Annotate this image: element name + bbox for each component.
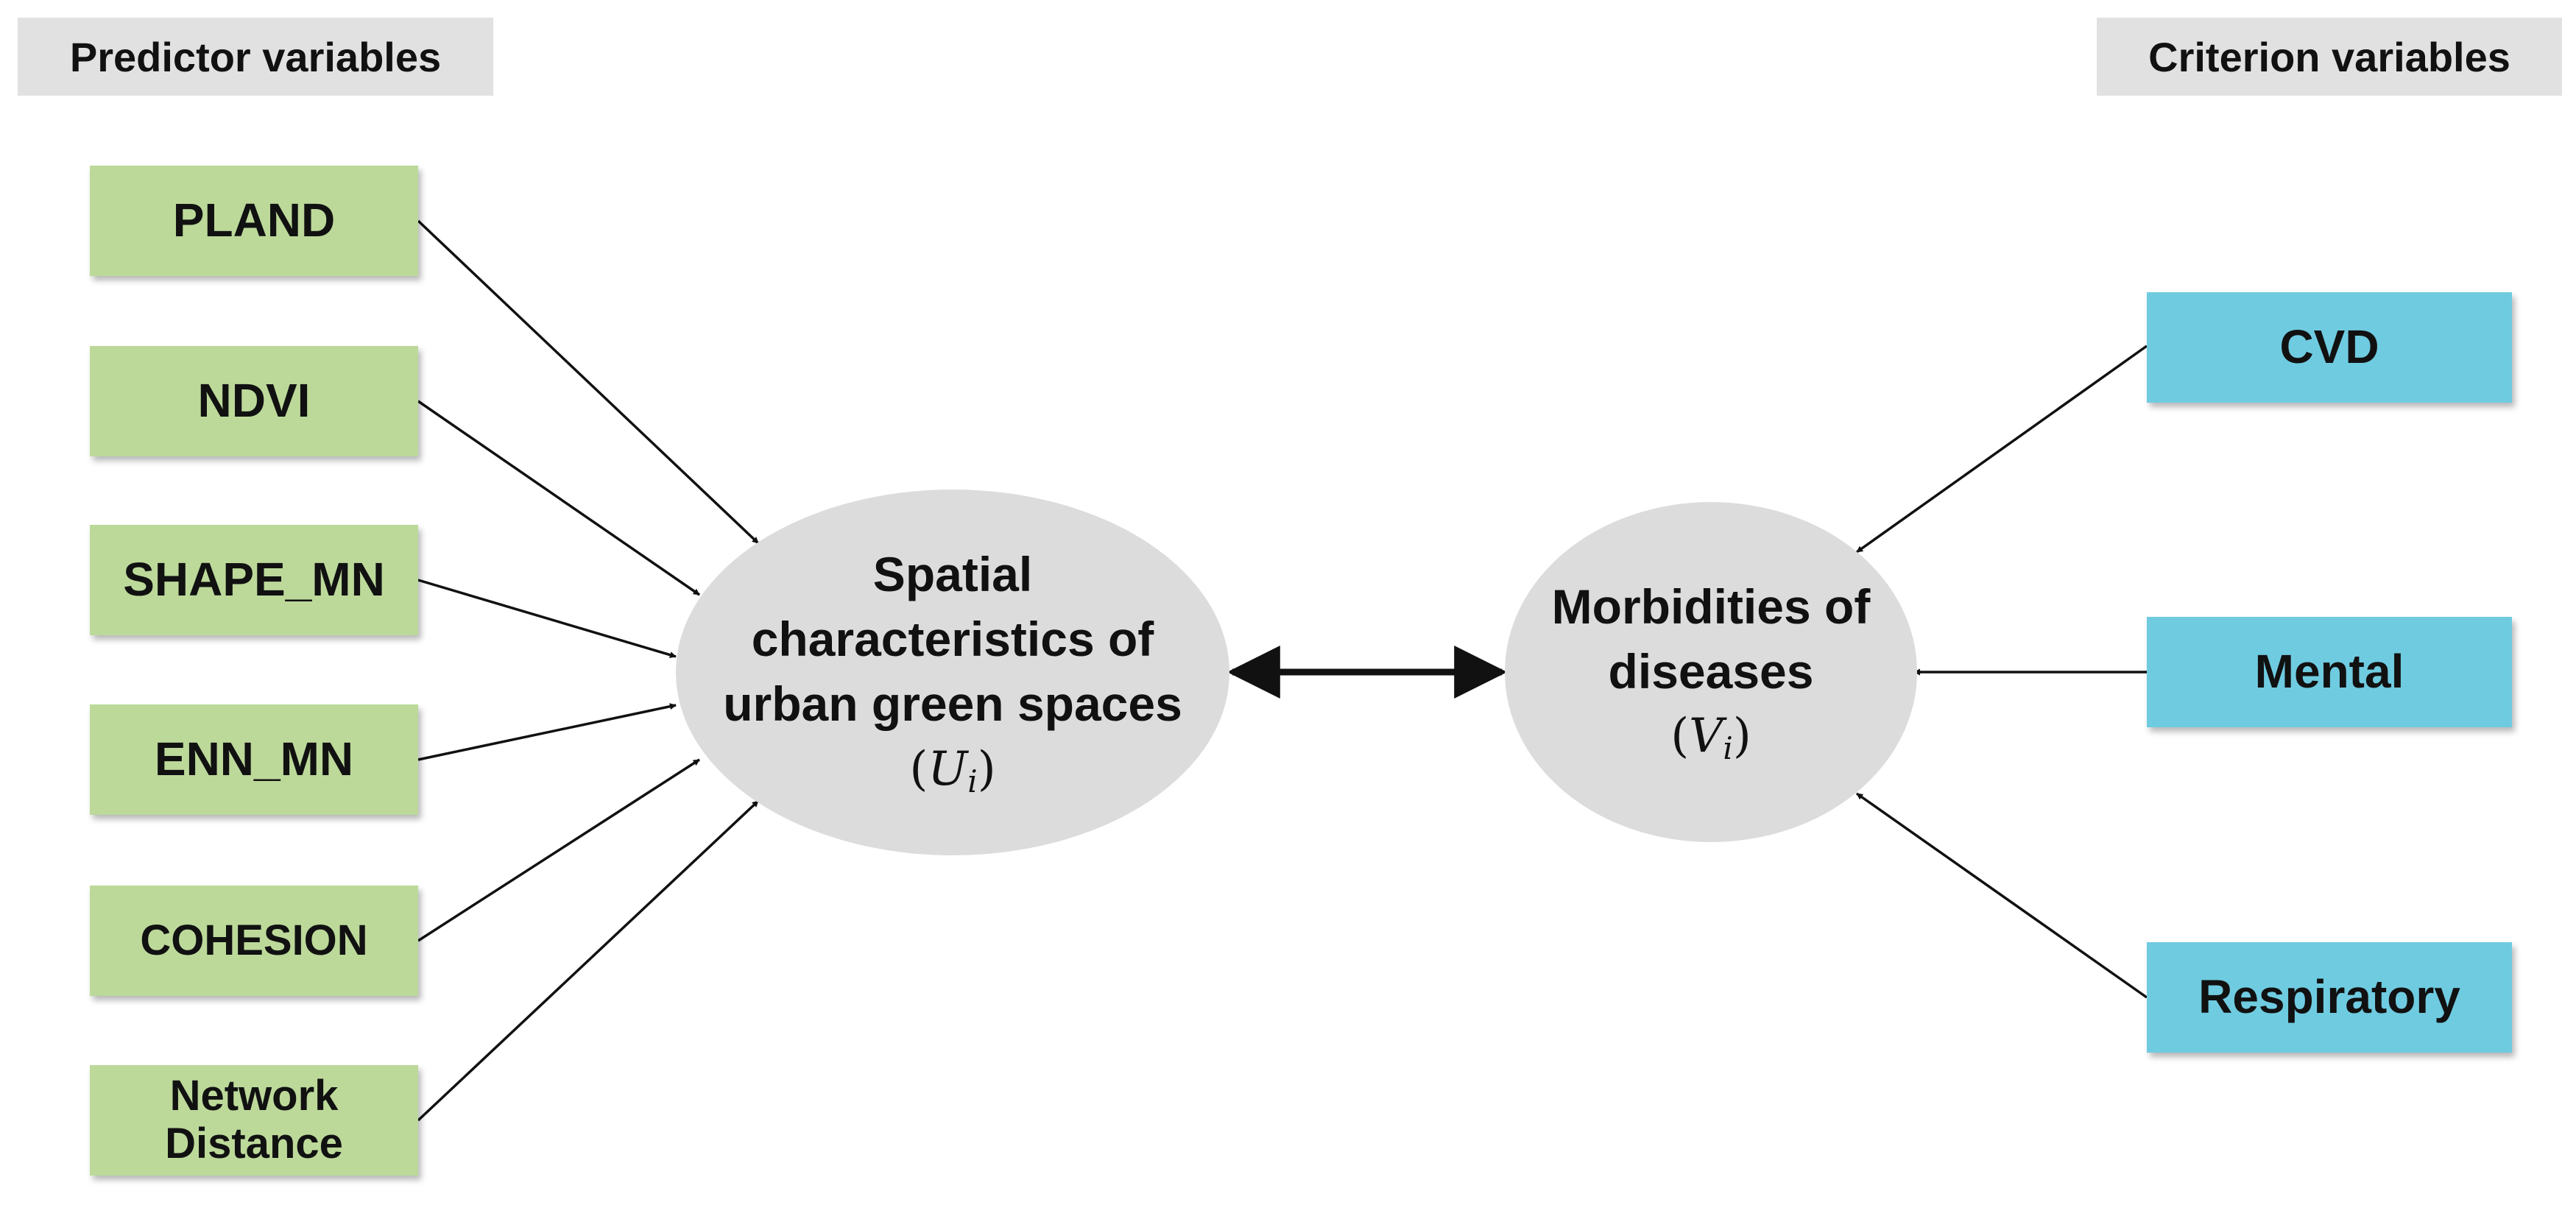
- symbol-letter: U: [928, 741, 968, 796]
- predictor-box-ndvi: NDVI: [90, 346, 418, 456]
- arrow-cohesion-to-ugs: [417, 758, 700, 942]
- predictor-box-pland: PLAND: [90, 166, 418, 276]
- arrow-respiratory-to-morbidity: [1855, 792, 2148, 999]
- arrow-shape-mn-to-ugs: [417, 579, 677, 659]
- latent-title-line: Spatial: [872, 547, 1033, 602]
- criterion-box-mental: Mental: [2147, 617, 2512, 727]
- predictor-label: COHESION: [140, 916, 368, 964]
- predictor-label: ENN_MN: [154, 732, 354, 786]
- predictor-label: NDVI: [197, 374, 311, 428]
- predictor-label: PLAND: [172, 194, 336, 247]
- predictor-label: Network Distance: [165, 1072, 343, 1167]
- criterion-box-respiratory: Respiratory: [2147, 942, 2512, 1053]
- predictor-variables-header: Predictor variables: [18, 18, 493, 96]
- latent-title-line: characteristics of: [751, 612, 1154, 667]
- predictor-box-enn-mn: ENN_MN: [90, 704, 418, 815]
- symbol-subscript: i: [1723, 730, 1733, 767]
- predictor-box-network-distance: Network Distance: [90, 1065, 418, 1176]
- criterion-label: Respiratory: [2198, 970, 2460, 1024]
- arrow-network-distance-to-ugs: [417, 799, 760, 1122]
- latent-title-line: Morbidities of: [1551, 579, 1871, 634]
- latent-symbol-u: (Ui): [909, 741, 996, 799]
- criterion-label: CVD: [2279, 320, 2379, 374]
- arrow-ndvi-to-ugs: [417, 400, 700, 596]
- predictor-box-cohesion: COHESION: [90, 886, 418, 996]
- latent-title-line: urban green spaces: [723, 676, 1182, 731]
- criterion-label: Mental: [2254, 645, 2404, 699]
- latent-morbidities: Morbidities of diseases (Vi): [1505, 502, 1917, 842]
- latent-symbol-v: (Vi): [1670, 709, 1751, 767]
- predictor-label: SHAPE_MN: [123, 553, 385, 607]
- criterion-box-cvd: CVD: [2147, 292, 2512, 403]
- symbol-letter: V: [1689, 709, 1723, 764]
- predictor-box-shape-mn: SHAPE_MN: [90, 525, 418, 635]
- arrow-cvd-to-morbidity: [1855, 344, 2148, 554]
- symbol-subscript: i: [967, 763, 978, 799]
- latent-urban-green-spaces: Spatial characteristics of urban green s…: [676, 490, 1229, 855]
- arrow-enn-mn-to-ugs: [417, 703, 677, 761]
- latent-title-line: diseases: [1608, 643, 1814, 699]
- criterion-variables-header: Criterion variables: [2097, 18, 2562, 96]
- arrow-pland-to-ugs: [417, 219, 760, 545]
